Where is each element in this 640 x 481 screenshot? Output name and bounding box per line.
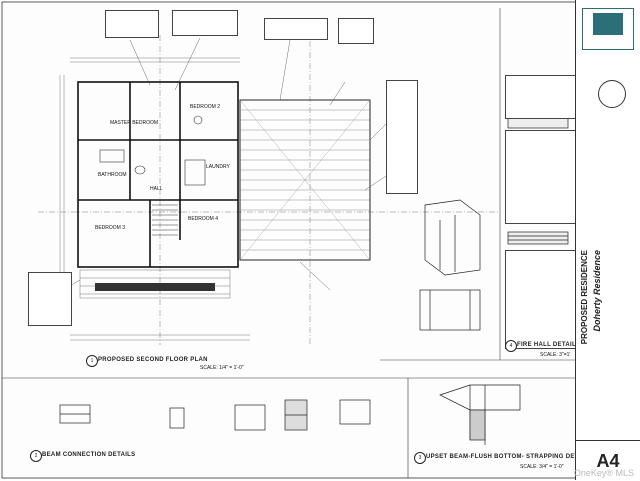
detail-marker: 1 <box>86 355 98 367</box>
note-box <box>505 130 577 224</box>
project-title: PROPOSED RESIDENCE <box>580 250 589 345</box>
title-block: PROPOSED RESIDENCE Doherty Residence A4 <box>575 0 640 480</box>
detail-marker: 4 <box>505 340 517 352</box>
sheet-number: A4 <box>576 440 640 481</box>
plan-title: PROPOSED SECOND FLOOR PLAN <box>98 357 208 363</box>
note-box <box>264 18 328 40</box>
note-box <box>105 10 159 38</box>
room-label-bedroom2: BEDROOM 2 <box>190 104 221 110</box>
note-box <box>172 10 238 36</box>
note-box <box>505 250 577 349</box>
room-label-bath: BATHROOM <box>98 172 127 178</box>
note-box <box>505 75 577 119</box>
seal-stamp <box>598 80 626 108</box>
room-label-bedroom4: BEDROOM 4 <box>188 216 219 222</box>
fire-title: FIRE HALL DETAIL <box>517 342 576 348</box>
plan-scale: SCALE: 1/4" = 1'-0" <box>200 365 244 371</box>
fire-scale: SCALE: 3"=1' <box>540 352 571 358</box>
detail-marker: 2 <box>30 450 42 462</box>
room-label-laundry: LAUNDRY <box>206 164 230 170</box>
room-label-hall: HALL <box>150 186 163 192</box>
architect-logo <box>582 8 634 50</box>
upset-title: UPSET BEAM-FLUSH BOTTOM- STRAPPING DETAI… <box>426 454 589 460</box>
room-label-master: MASTER BEDROOM <box>110 120 159 126</box>
upset-scale: SCALE: 3/4" = 1'-0" <box>520 464 564 470</box>
watermark: OneKey® MLS <box>573 468 634 478</box>
owner-name: Doherty Residence <box>592 250 602 332</box>
note-box <box>386 80 418 194</box>
detail-marker: 3 <box>414 452 426 464</box>
room-label-bedroom3: BEDROOM 3 <box>95 225 126 231</box>
note-box <box>338 18 374 44</box>
note-box <box>28 272 72 326</box>
beam-title: BEAM CONNECTION DETAILS <box>42 452 136 458</box>
